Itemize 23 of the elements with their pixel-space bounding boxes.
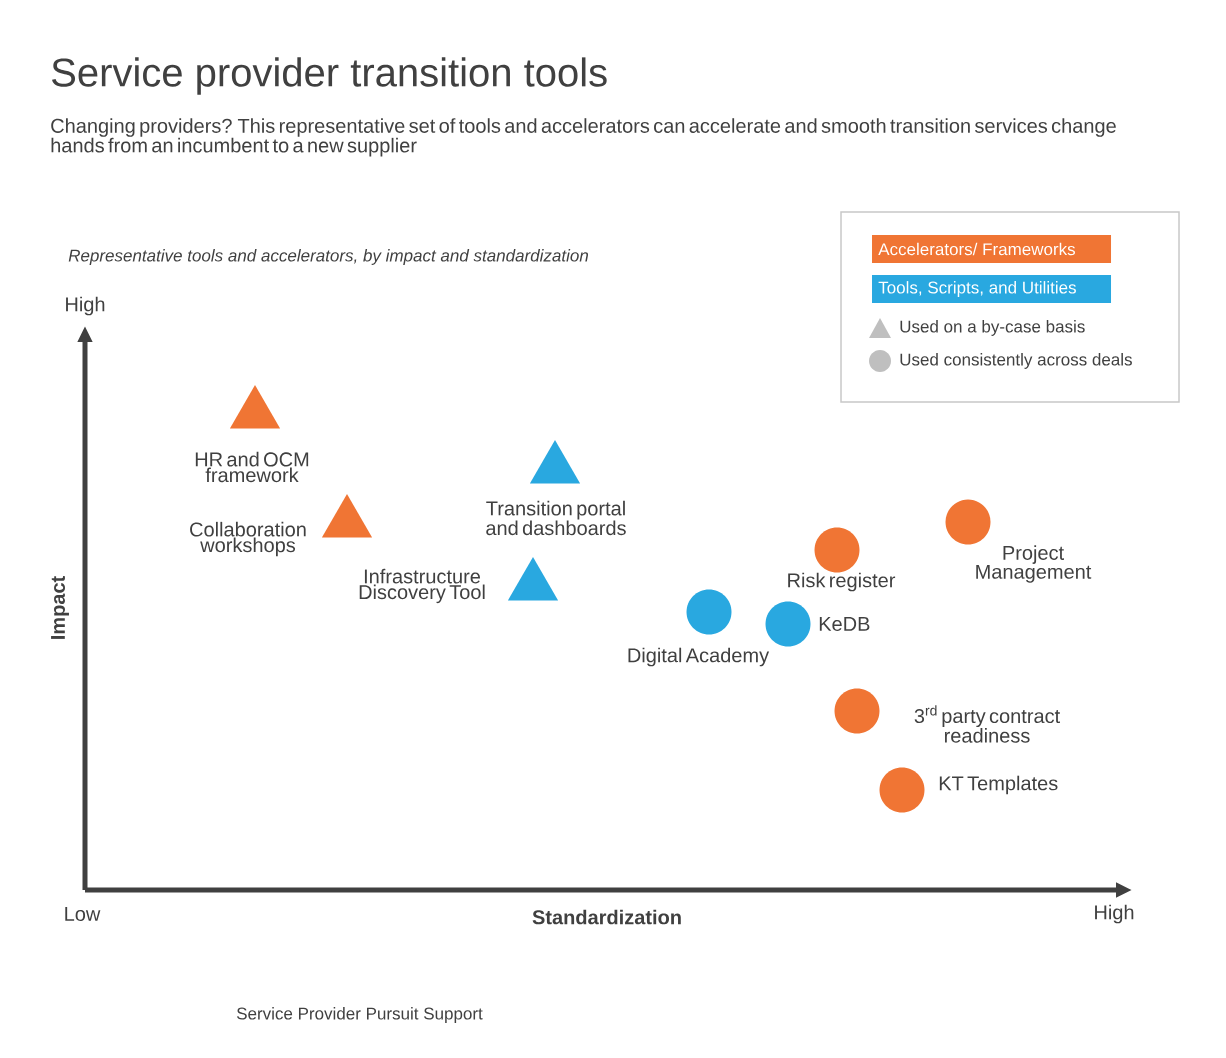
footer-text: Service Provider Pursuit Support bbox=[236, 1007, 483, 1023]
axis-label: High bbox=[1095, 904, 1134, 924]
marker-label: Risk register bbox=[788, 572, 896, 592]
axis-title: Standardization bbox=[532, 909, 681, 925]
marker-label: Infrastructure Discovery Tool bbox=[359, 568, 485, 604]
legend-text: Accelerators/ Frameworks bbox=[878, 242, 1075, 256]
title: Service provider transition tools bbox=[52, 57, 607, 95]
marker-label: KeDB bbox=[819, 617, 870, 631]
legend-text: Tools, Scripts, and Utilities bbox=[878, 281, 1076, 297]
marker-label: Project Management bbox=[976, 545, 1092, 583]
marker-label: Digital Academy bbox=[628, 647, 770, 667]
axis-label: High bbox=[66, 296, 105, 316]
marker-label: Transition portal and dashboards bbox=[486, 500, 626, 536]
marker-label: HR and OCM framework bbox=[195, 451, 309, 483]
subtitle: Changing providers? This representative set of tools and accelerators can accelerate and smooth transition services change hands from an incumbent to a new supplier bbox=[51, 118, 1116, 157]
marker-label: KT Templates bbox=[939, 775, 1058, 795]
legend-text: Used consistently across deals bbox=[900, 353, 1132, 369]
axis-label: Low bbox=[65, 907, 101, 921]
chart-subtitle: Representative tools and accelerators, by impact and standardization bbox=[68, 249, 589, 265]
marker-label: Collaboration workshops bbox=[190, 521, 306, 557]
legend-text: Used on a by-case basis bbox=[900, 320, 1085, 336]
marker-label: 3$^{rd}$ party contract readiness bbox=[914, 705, 1060, 743]
axis-title: Impact bbox=[51, 576, 69, 639]
